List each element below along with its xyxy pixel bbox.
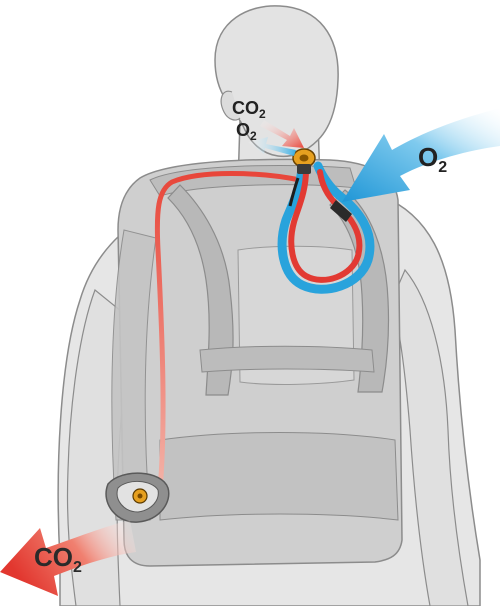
top-o2-label-main: O <box>236 120 250 140</box>
top-co2-label-sub: 2 <box>259 107 266 121</box>
lower-compartment <box>160 433 398 521</box>
top-co2-label-main: CO <box>232 98 259 118</box>
right-o2-label-sub: 2 <box>438 159 447 176</box>
top-o2-label-sub: 2 <box>250 129 257 143</box>
bottom-co2-label-main: CO <box>34 542 73 572</box>
right-o2-label-main: O <box>418 142 438 172</box>
waist-band <box>200 346 374 372</box>
bottom-co2-label-sub: 2 <box>73 559 82 576</box>
